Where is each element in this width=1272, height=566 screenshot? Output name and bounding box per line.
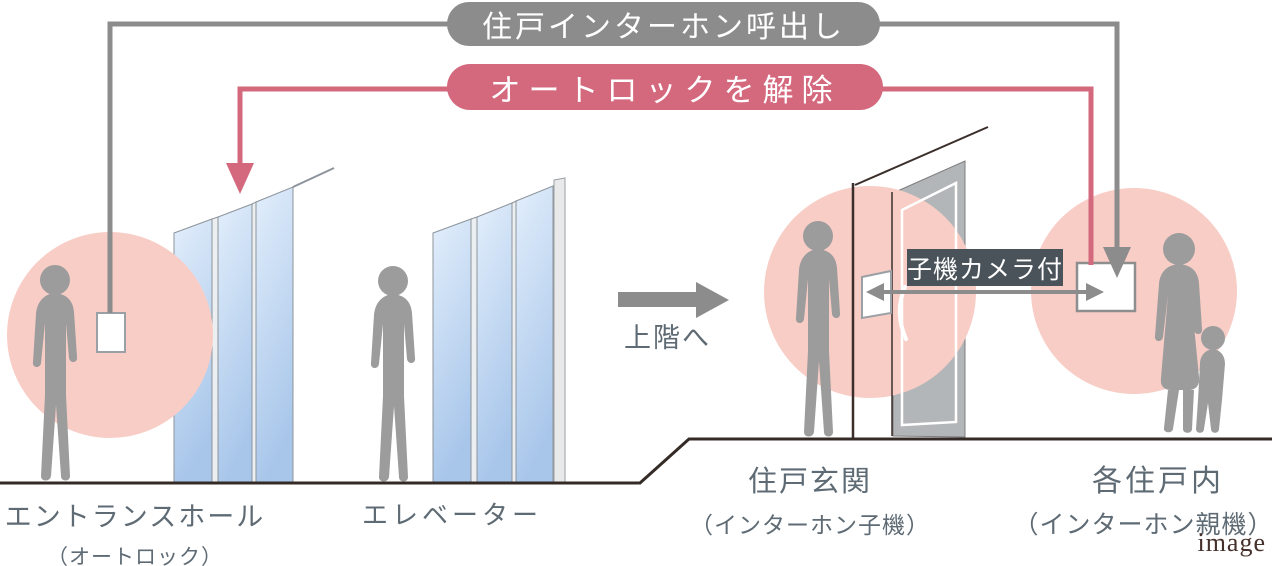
link-left-arrow-icon (866, 283, 884, 301)
unlock-down-arrow-icon (226, 163, 254, 194)
unlock-banner-label: オートロックを解除 (489, 72, 841, 108)
unlock-connector-lines (226, 86, 1094, 265)
call-banner: 住戸インターホン呼出し (447, 2, 880, 46)
call-banner-label: 住戸インターホン呼出し (482, 11, 845, 44)
unlock-banner: オートロックを解除 (447, 64, 883, 110)
resident-woman-silhouette (1154, 233, 1203, 433)
unit-entrance-label-group: 住戸玄関 （インターホン子機） (690, 458, 930, 540)
visitor-at-unit-door-silhouette (795, 221, 841, 437)
upper-floor-arrow-icon (618, 282, 729, 318)
unit-interior-sub-label: （インターホン親機） (1013, 512, 1272, 539)
unit-entrance-label: 住戸玄関 (747, 466, 872, 498)
call-connector-lines (107, 21, 1131, 313)
camera-unit-tag-label: 子機カメラ付 (907, 256, 1064, 284)
intercom-link-line (866, 283, 1104, 301)
entrance-glass-doors (173, 167, 335, 484)
elevator-label: エレベーター (361, 501, 543, 530)
unit-interior-label-group: 各住戸内 （インターホン親機） (1013, 456, 1272, 541)
visitor-at-entrance-silhouette (32, 265, 78, 481)
entrance-hall-label: エントランスホール (4, 502, 266, 532)
unit-entrance-sub-label: （インターホン子機） (690, 513, 930, 538)
entrance-hall-sub-label: （オートロック） (47, 545, 223, 566)
people-silhouettes (32, 221, 1225, 482)
to-upper-floor-label: 上階へ (624, 323, 711, 353)
ground-line (0, 437, 1272, 485)
unit-interior-label: 各住戸内 (1091, 465, 1224, 498)
resident-child-silhouette (1196, 326, 1225, 433)
entrance-hall-label-group: エントランスホール （オートロック） (5, 495, 265, 566)
call-down-arrow-icon (1103, 247, 1131, 278)
entrance-intercom-panel (96, 312, 126, 353)
interior-intercom-main-unit (1075, 261, 1137, 313)
link-right-arrow-icon (1086, 283, 1104, 301)
person-at-elevator-silhouette (370, 266, 416, 482)
camera-unit-tag: 子機カメラ付 (907, 249, 1063, 286)
image-note-label: image (1197, 528, 1266, 557)
elevator-glass-doors (432, 177, 566, 485)
